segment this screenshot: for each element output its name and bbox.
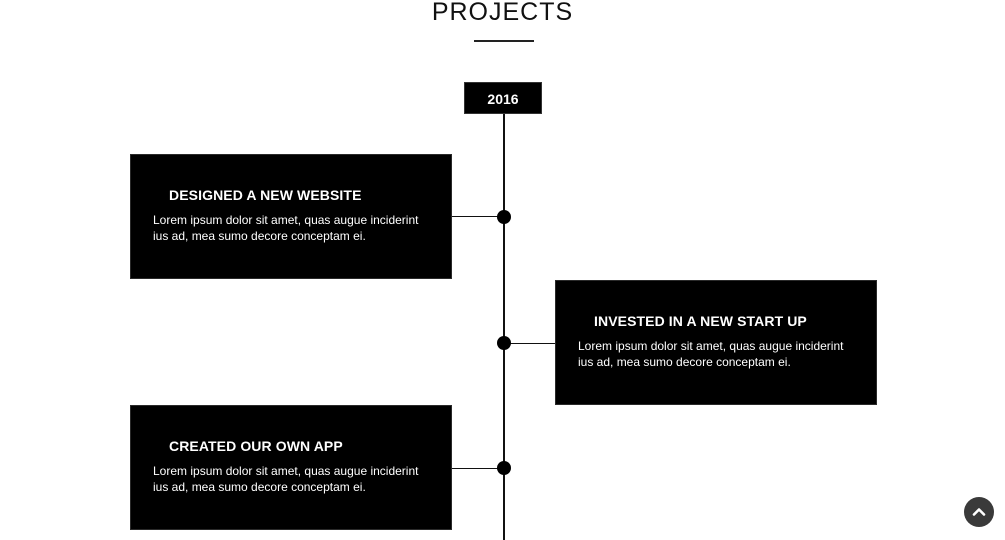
- timeline-card-invested-startup: INVESTED IN A NEW START UP Lorem ipsum d…: [555, 280, 877, 405]
- card-title: CREATED OUR OWN APP: [169, 438, 343, 454]
- card-title: DESIGNED A NEW WEBSITE: [169, 187, 362, 203]
- back-to-top-button[interactable]: [964, 497, 994, 527]
- timeline-dot: [497, 461, 511, 475]
- timeline-connector: [452, 468, 504, 469]
- timeline-dot: [497, 210, 511, 224]
- card-text: Lorem ipsum dolor sit amet, quas augue i…: [578, 339, 844, 369]
- timeline-line: [503, 112, 505, 540]
- year-badge: 2016: [464, 82, 542, 114]
- timeline-dot: [497, 336, 511, 350]
- card-title: INVESTED IN A NEW START UP: [594, 313, 807, 329]
- title-divider: [474, 40, 534, 42]
- card-text: Lorem ipsum dolor sit amet, quas augue i…: [153, 464, 419, 494]
- timeline-connector: [452, 216, 504, 217]
- card-text: Lorem ipsum dolor sit amet, quas augue i…: [153, 213, 419, 243]
- timeline-card-created-app: CREATED OUR OWN APP Lorem ipsum dolor si…: [130, 405, 452, 530]
- timeline-connector: [504, 343, 555, 344]
- chevron-up-icon: [972, 508, 986, 516]
- section-title: PROJECTS: [431, 0, 574, 26]
- timeline-card-designed-website: DESIGNED A NEW WEBSITE Lorem ipsum dolor…: [130, 154, 452, 279]
